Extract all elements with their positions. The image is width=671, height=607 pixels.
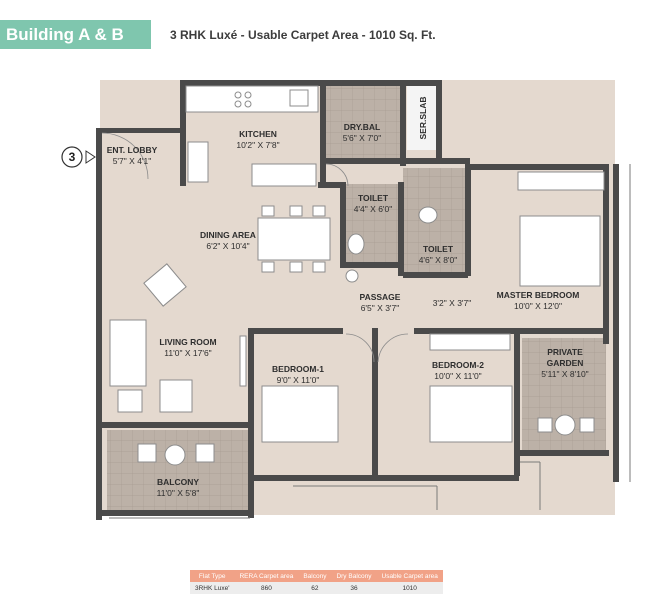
floor-ser-slab xyxy=(407,82,437,150)
coffee-table xyxy=(117,389,143,413)
floor-balcony xyxy=(107,430,249,510)
size-passage: 6'5" X 3'7" xyxy=(361,303,400,313)
balcony-table xyxy=(164,444,186,466)
size-toilet-1: 4'4" X 6'0" xyxy=(354,204,393,214)
dining-chair xyxy=(261,261,275,273)
windows xyxy=(109,164,631,519)
cell-dry-balcony: 36 xyxy=(331,582,377,594)
size-dry-bal: 5'6" X 7'0" xyxy=(343,133,382,143)
doors xyxy=(101,132,409,363)
label-master-bedroom: MASTER BEDROOM xyxy=(497,290,580,300)
size-ent-lobby: 5'7" X 4'1" xyxy=(113,156,152,166)
bed-master xyxy=(519,215,601,287)
dining-table xyxy=(257,217,331,261)
size-private-garden: 5'11" X 8'10" xyxy=(541,369,588,379)
wardrobe-master xyxy=(517,171,605,191)
fridge xyxy=(187,141,209,183)
table-row: 3RHK Luxe' 860 62 36 1010 xyxy=(190,582,443,594)
header-usable-carpet: Usable Carpet area xyxy=(376,570,443,582)
balcony-chair xyxy=(137,443,157,463)
wc-icon xyxy=(418,206,438,224)
label-ent-lobby: ENT. LOBBY xyxy=(107,145,158,155)
dining-chair xyxy=(312,205,326,217)
size-toilet-2: 4'6" X 8'0" xyxy=(419,255,458,265)
sofa xyxy=(109,319,147,387)
label-private-garden-1: PRIVATE xyxy=(547,347,583,357)
kitchen-counter-island xyxy=(251,163,317,187)
furniture xyxy=(109,85,605,466)
garden-table xyxy=(554,414,576,436)
tv-unit xyxy=(239,335,247,387)
size-kitchen: 10'2" X 7'8" xyxy=(236,140,279,150)
cell-rera-carpet: 860 xyxy=(234,582,299,594)
dining-chair xyxy=(312,261,326,273)
floor-toilet-2 xyxy=(403,168,466,276)
cell-balcony: 62 xyxy=(298,582,332,594)
bed-bedroom-1 xyxy=(261,385,339,443)
size-living: 11'0" X 17'6" xyxy=(164,348,211,358)
label-dry-bal: DRY.BAL xyxy=(344,122,381,132)
size-master-bedroom: 10'0" X 12'0" xyxy=(514,301,562,311)
label-passage: PASSAGE xyxy=(360,292,401,302)
floor-dry-balcony xyxy=(325,82,405,164)
room-labels: ENT. LOBBY 5'7" X 4'1" KITCHEN 10'2" X 7… xyxy=(107,97,589,498)
label-bedroom-2: BEDROOM-2 xyxy=(432,360,484,370)
header-dry-balcony: Dry Balcony xyxy=(331,570,377,582)
size-bedroom-2: 10'0" X 11'0" xyxy=(434,371,481,381)
label-ser-slab: SER.SLAB xyxy=(418,97,428,140)
area-table-header: Flat Type RERA Carpet area Balcony Dry B… xyxy=(190,570,443,582)
label-bedroom-1: BEDROOM-1 xyxy=(272,364,324,374)
dining-chair xyxy=(261,205,275,217)
balcony-chair xyxy=(195,443,215,463)
wc-icon xyxy=(347,233,365,255)
armchair xyxy=(159,379,193,413)
label-dining: DINING AREA xyxy=(200,230,256,240)
label-kitchen: KITCHEN xyxy=(239,129,277,139)
unit-marker xyxy=(61,146,83,168)
garden-chair xyxy=(579,417,595,433)
walls xyxy=(96,80,619,520)
entry-arrow-icon xyxy=(85,150,96,164)
stove-icon xyxy=(234,91,252,108)
armchair xyxy=(143,263,187,307)
label-private-garden-2: GARDEN xyxy=(547,358,584,368)
washbasin-icon xyxy=(345,269,359,283)
header-rera-carpet: RERA Carpet area xyxy=(234,570,299,582)
building-badge: Building A & B xyxy=(0,20,151,49)
header-balcony: Balcony xyxy=(298,570,332,582)
label-living: LIVING ROOM xyxy=(159,337,216,347)
unit-subtitle: 3 RHK Luxé - Usable Carpet Area - 1010 S… xyxy=(170,28,436,42)
kitchen-sink-icon xyxy=(289,89,309,107)
area-table: Flat Type RERA Carpet area Balcony Dry B… xyxy=(190,570,443,594)
size-balcony: 11'0" X 5'8" xyxy=(157,488,200,498)
cell-flat-type: 3RHK Luxe' xyxy=(190,582,235,594)
garden-chair xyxy=(537,417,553,433)
unit-number: 3 xyxy=(69,150,76,164)
dining-chair xyxy=(289,261,303,273)
label-toilet-1: TOILET xyxy=(358,193,389,203)
floor-plan: 3 ENT. LOBBY 5'7" X 4'1" KITCHEN 10'2" X… xyxy=(61,80,631,520)
label-toilet-2: TOILET xyxy=(423,244,454,254)
wardrobe-bedroom-2 xyxy=(429,333,511,351)
header-flat-type: Flat Type xyxy=(190,570,235,582)
size-dining: 6'2" X 10'4" xyxy=(206,241,249,251)
size-passage-2: 3'2" X 3'7" xyxy=(433,298,472,308)
cell-usable-carpet: 1010 xyxy=(376,582,443,594)
dining-chair xyxy=(289,205,303,217)
bed-bedroom-2 xyxy=(429,385,513,443)
label-balcony: BALCONY xyxy=(157,477,199,487)
size-bedroom-1: 9'0" X 11'0" xyxy=(277,375,320,385)
